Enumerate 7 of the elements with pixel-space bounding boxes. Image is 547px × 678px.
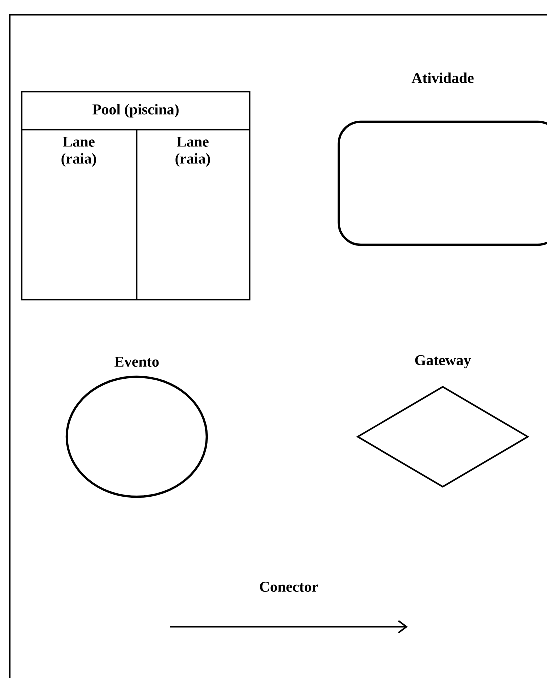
- lane-label: Lane (raia): [136, 130, 210, 300]
- activity-box: Atividade: [338, 72, 547, 246]
- connector-label: Conector: [260, 582, 318, 592]
- node-label: Evento: [114, 357, 159, 367]
- lane-label: Lane (raia): [62, 137, 96, 167]
- node-label: Gateway: [415, 355, 472, 369]
- node-label: Atividade: [412, 72, 474, 84]
